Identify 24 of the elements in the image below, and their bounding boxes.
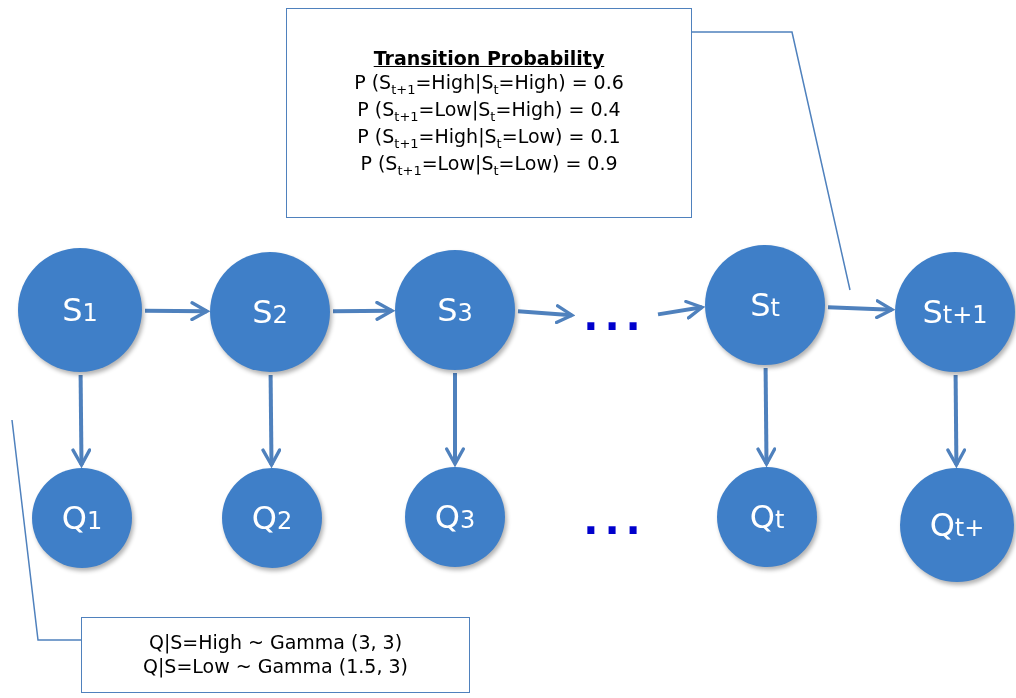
arrow bbox=[657, 299, 704, 320]
heading: Transition Probability bbox=[373, 47, 605, 71]
arrow bbox=[946, 374, 967, 467]
note-box bbox=[81, 617, 470, 693]
ellipsis-text: ... bbox=[575, 296, 655, 336]
leader-line bbox=[11, 419, 82, 641]
arrow bbox=[71, 374, 92, 467]
arrow bbox=[261, 374, 282, 467]
arrow bbox=[756, 367, 777, 466]
formula-text: P (S$_{t+1}$=Low|S$_{t}$=Low) = 0.9 bbox=[360, 151, 618, 179]
observation-circle bbox=[32, 468, 132, 568]
arrow bbox=[332, 300, 394, 321]
formula-text: P (S$_{t+1}$=Low|S$_{t}$=High) = 0.4 bbox=[357, 97, 621, 125]
note-box bbox=[286, 8, 692, 218]
formula-text: P (S$_{t+1}$=High|S$_{t}$=High) = 0.6 bbox=[354, 70, 624, 98]
leader-line bbox=[691, 31, 851, 291]
formula-text: Q|S=Low ~ Gamma (1.5, 3) bbox=[143, 655, 408, 679]
ellipsis-text: ... bbox=[582, 500, 648, 540]
arrow bbox=[144, 301, 209, 322]
formula-text: P (S$_{t+1}$=High|S$_{t}$=Low) = 0.1 bbox=[357, 124, 621, 152]
arrow bbox=[827, 299, 894, 320]
arrow bbox=[445, 373, 465, 466]
arrow bbox=[517, 304, 574, 325]
formula-text: Q|S=High ~ Gamma (3, 3) bbox=[148, 631, 403, 655]
